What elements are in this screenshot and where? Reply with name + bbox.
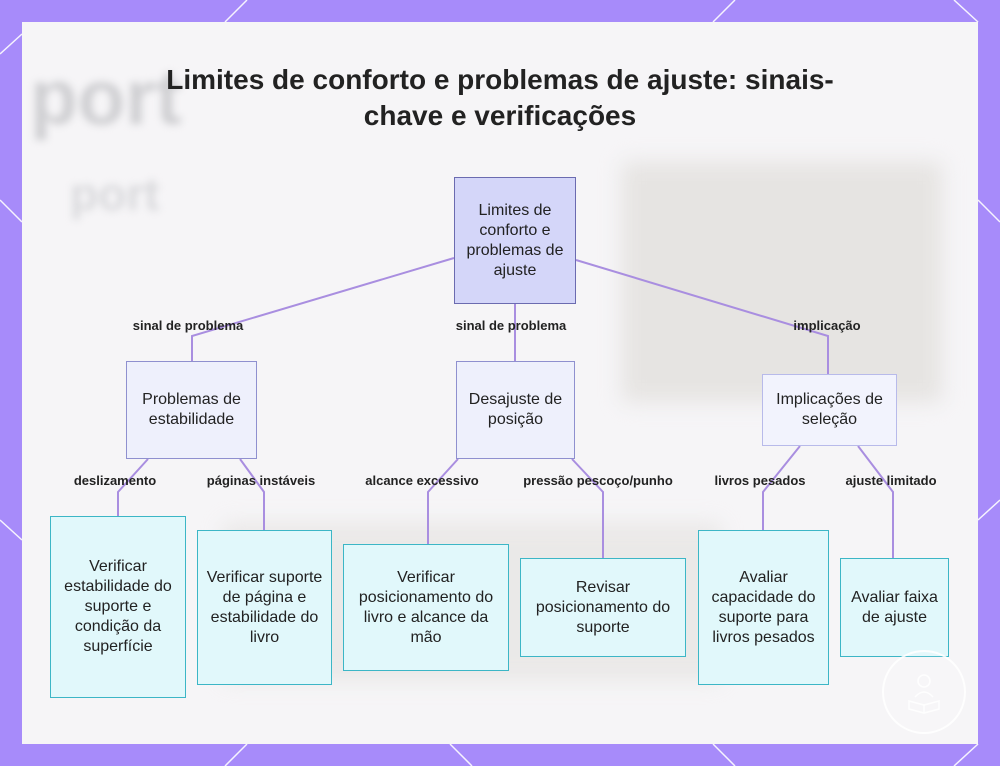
edge-label-stability-pages: páginas instáveis (206, 473, 316, 488)
node-position: Desajuste de posição (456, 361, 575, 459)
node-leaf-capacity: Avaliar capacidade do suporte para livro… (698, 530, 829, 685)
edge-root-stability (191, 257, 455, 361)
node-leaf-reach: Verificar posicionamento do livro e alca… (343, 544, 509, 671)
edge-position-review (571, 458, 604, 558)
edge-position-reach (427, 458, 459, 544)
edge-selection-range (857, 445, 894, 558)
node-selection: Implicações de seleção (762, 374, 897, 446)
node-leaf-review: Revisar posicionamento do suporte (520, 558, 686, 657)
node-leaf-surface: Verificar estabilidade do suporte e cond… (50, 516, 186, 698)
background-blur-shape (622, 162, 942, 402)
node-leaf-range: Avaliar faixa de ajuste (840, 558, 949, 657)
background-watermark-text: port (30, 53, 182, 141)
diagram-title: Limites de conforto e problemas de ajust… (166, 64, 834, 131)
edge-label-selection-range: ajuste limitado (845, 473, 937, 488)
edge-stability-surface (117, 458, 149, 516)
edge-label-position-review: pressão pescoço/punho (523, 473, 673, 488)
background-watermark-text-small: port (70, 168, 160, 220)
node-leaf-pages: Verificar suporte de página e estabilida… (197, 530, 332, 685)
edge-root-selection (575, 259, 829, 374)
reading-seal-icon (882, 650, 966, 734)
edge-label-position-reach: alcance excessivo (365, 473, 479, 488)
edge-label-stability-surface: deslizamento (73, 473, 157, 488)
node-root: Limites de conforto e problemas de ajust… (454, 177, 576, 304)
edge-label-root-position: sinal de problema (455, 318, 567, 333)
node-stability: Problemas de estabilidade (126, 361, 257, 459)
edge-label-root-stability: sinal de problema (132, 318, 244, 333)
edge-stability-pages (239, 458, 265, 530)
edge-selection-capacity (762, 445, 801, 530)
edge-label-root-selection: implicação (793, 318, 861, 333)
edge-label-selection-capacity: livros pesados (714, 473, 806, 488)
